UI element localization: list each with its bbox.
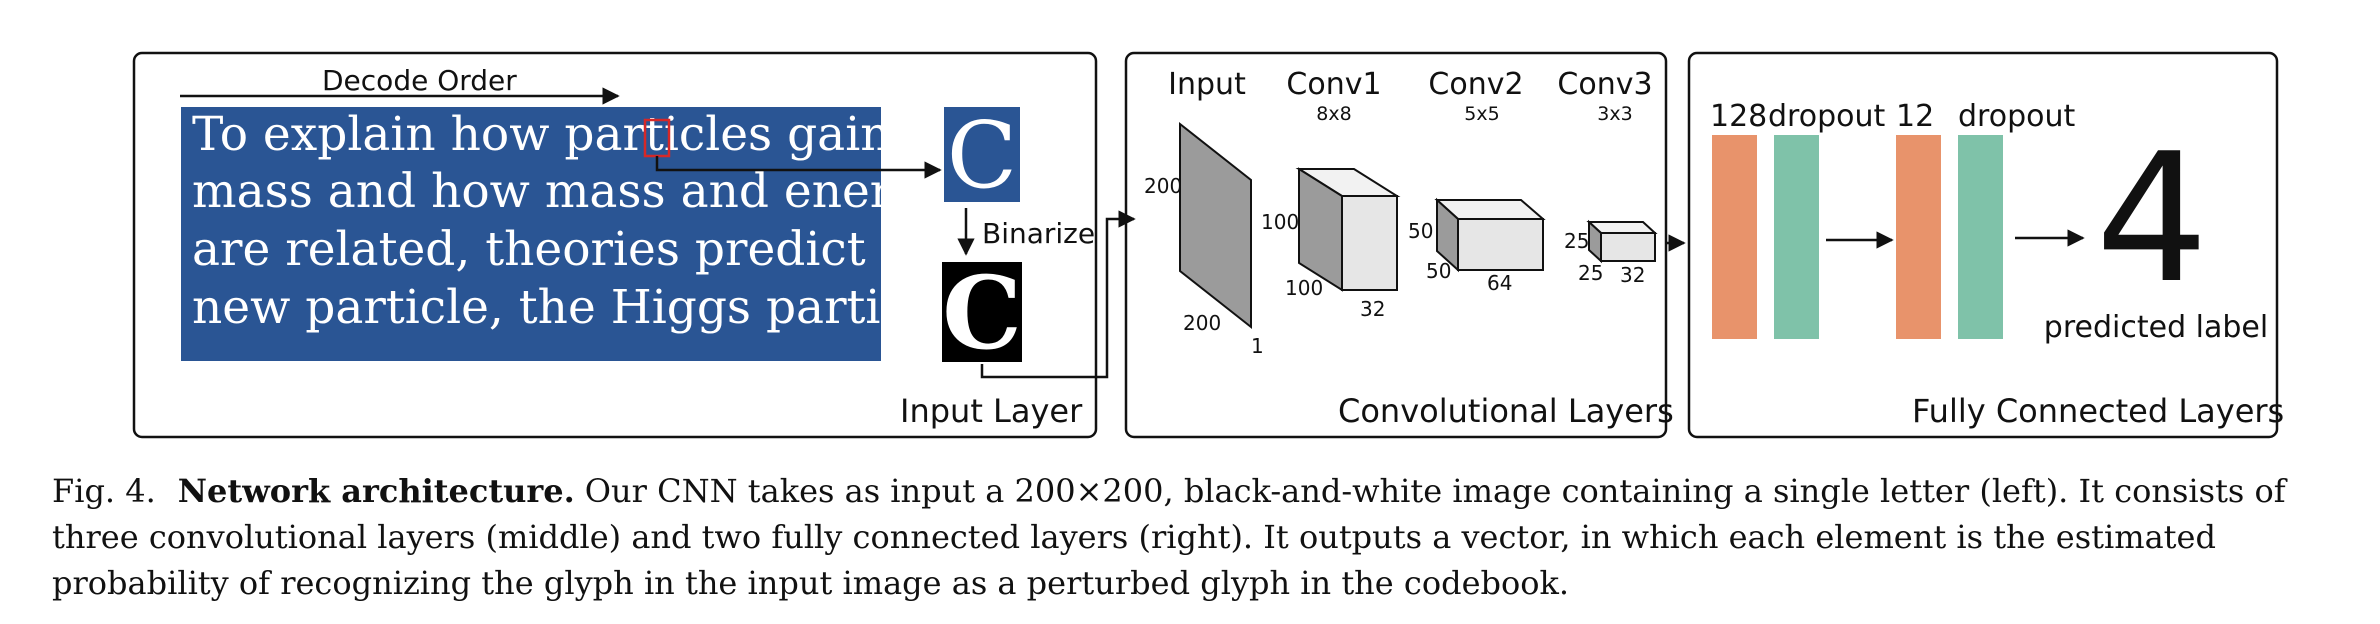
conv2-dim-width: 50 <box>1426 259 1451 283</box>
fc1-layer-bar <box>1712 135 1757 339</box>
conv3-dim-height: 25 <box>1564 229 1589 253</box>
input-to-conv-arrow <box>980 210 1136 379</box>
input-volume <box>1179 121 1252 330</box>
conv1-dim-depth: 32 <box>1360 297 1385 321</box>
network-architecture-figure: Decode Order To explain how particles ga… <box>132 51 2284 439</box>
caption-label: Fig. 4. <box>52 472 156 510</box>
kernel-conv3: 3x3 <box>1597 103 1632 125</box>
conv3-dim-depth: 32 <box>1620 263 1645 287</box>
caption-text: Our CNN takes as input a 200×200, black-… <box>52 472 2286 602</box>
conv1-dim-height: 100 <box>1261 210 1299 234</box>
cropped-glyph: C <box>947 102 1017 209</box>
input-dim-height: 200 <box>1144 174 1182 198</box>
input-dim-depth: 1 <box>1251 334 1264 358</box>
header-input: Input <box>1168 67 1246 102</box>
blackboard-line-4: new particle, the Higgs particle. <box>192 280 965 335</box>
predicted-label-caption: predicted label <box>2044 310 2268 345</box>
kernel-conv1: 8x8 <box>1316 103 1351 125</box>
binarize-label: Binarize <box>982 217 1095 250</box>
caption-title: Network architecture. <box>177 472 575 510</box>
blackboard-line-2: mass and how mass and energy <box>192 164 949 219</box>
kernel-conv2: 5x5 <box>1464 103 1499 125</box>
fc1-dropout-label: dropout <box>1768 99 1885 134</box>
blackboard-line-3: are related, theories predict a <box>192 222 909 277</box>
blackboard-line-1: To explain how particles gain <box>192 107 891 162</box>
fc2-dropout-bar <box>1958 135 2003 339</box>
input-panel-frame <box>132 51 1098 439</box>
binarized-glyph: C <box>942 254 1022 372</box>
fc2-layer-bar <box>1896 135 1941 339</box>
figure-caption: Fig. 4. Network architecture.Our CNN take… <box>52 468 2352 606</box>
conv-panel-frame <box>1124 51 1668 439</box>
input-layer-title: Input Layer <box>900 392 1083 430</box>
conv3-volume <box>1586 219 1658 264</box>
header-conv3: Conv3 <box>1557 67 1652 102</box>
conv3-dim-width: 25 <box>1578 261 1603 285</box>
fc1-size-label: 128 <box>1710 99 1767 134</box>
header-conv1: Conv1 <box>1286 67 1381 102</box>
header-conv2: Conv2 <box>1428 67 1523 102</box>
input-layer-panel: Decode Order To explain how particles ga… <box>132 51 1098 439</box>
blackboard-image <box>181 107 881 361</box>
fc1-dropout-bar <box>1774 135 1819 339</box>
conv1-volume <box>1295 167 1401 292</box>
fully-connected-layers-panel: 128 dropout 12 dropout 4 predicted label… <box>1687 51 2284 439</box>
conv2-volume <box>1434 197 1546 273</box>
fc-panel-frame <box>1687 51 2279 439</box>
fc2-dropout-label: dropout <box>1958 99 2075 134</box>
input-dim-width: 200 <box>1183 311 1221 335</box>
conv2-dim-depth: 64 <box>1487 271 1512 295</box>
conv1-dim-width: 100 <box>1285 276 1323 300</box>
conv2-dim-height: 50 <box>1408 219 1433 243</box>
fc-layers-title: Fully Connected Layers <box>1912 392 2284 430</box>
fc2-size-label: 12 <box>1896 99 1934 134</box>
binarized-glyph-image <box>942 262 1022 362</box>
convolutional-layers-panel: Input Conv1 Conv2 Conv3 8x8 5x5 3x3 200 … <box>1124 51 1674 439</box>
predicted-output: 4 <box>2095 115 2208 322</box>
crop-arrow <box>655 156 942 179</box>
cropped-glyph-image <box>944 107 1020 202</box>
decode-order-label: Decode Order <box>322 64 517 97</box>
conv-layers-title: Convolutional Layers <box>1338 392 1674 430</box>
